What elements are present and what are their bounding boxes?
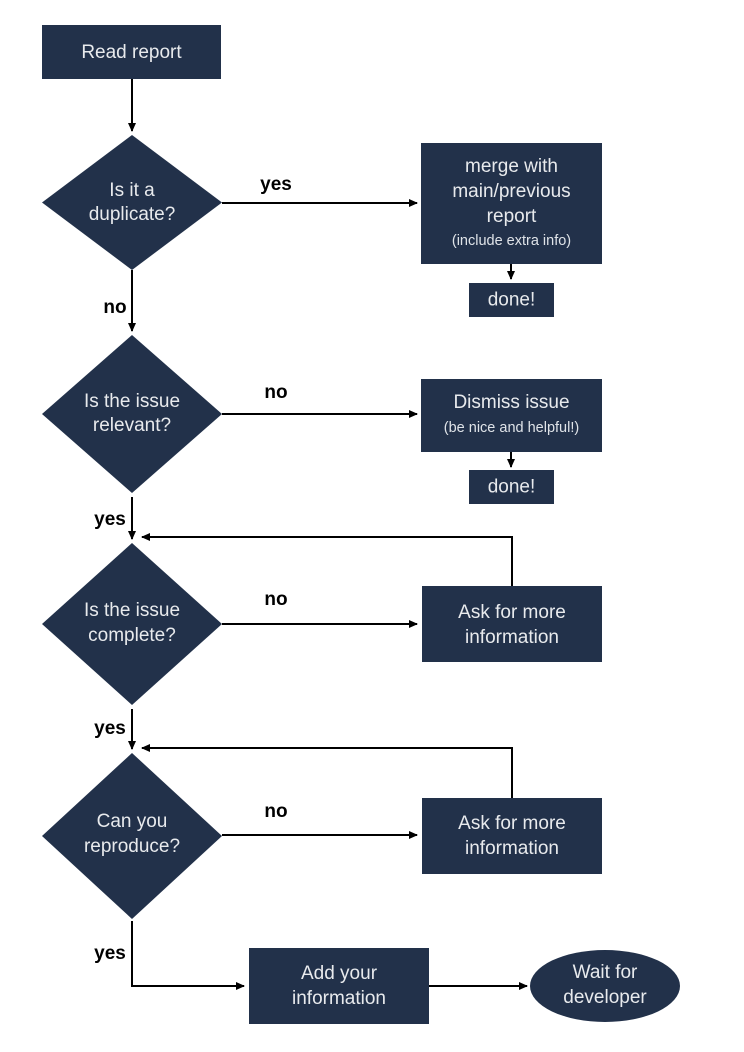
- dismiss-issue-label-line1: Dismiss issue: [453, 392, 569, 413]
- done-2-box[interactable]: [469, 470, 554, 504]
- node-is-complete[interactable]: Is the issue complete?: [42, 543, 222, 705]
- wait-developer-label-line1: Wait for: [573, 962, 638, 983]
- edges-layer: [128, 79, 528, 990]
- node-dismiss-issue[interactable]: Dismiss issue (be nice and helpful!): [421, 379, 602, 452]
- wait-developer-label-line2: developer: [563, 987, 647, 1008]
- edge-label-complete-no: no: [264, 589, 287, 610]
- add-info-box[interactable]: [249, 948, 429, 1024]
- dismiss-issue-sublabel: (be nice and helpful!): [444, 420, 579, 436]
- node-read-report[interactable]: Read report: [42, 25, 221, 79]
- can-reproduce-label-line2: reproduce?: [84, 836, 180, 857]
- wait-developer-ellipse[interactable]: [530, 950, 680, 1022]
- dismiss-issue-box[interactable]: [421, 379, 602, 452]
- edge-ask-1-loopback-to-complete: [141, 533, 513, 586]
- merge-report-label-line1: merge with: [465, 156, 558, 177]
- add-info-label-line1: Add your: [301, 963, 378, 984]
- edge-label-duplicate-yes: yes: [260, 174, 292, 195]
- edge-label-relevant-yes: yes: [94, 509, 126, 530]
- ask-more-1-label-line1: Ask for more: [458, 602, 566, 623]
- is-complete-label-line2: complete?: [88, 625, 176, 646]
- is-relevant-label-line2: relevant?: [93, 415, 171, 436]
- node-ask-more-2[interactable]: Ask for more information: [422, 798, 602, 874]
- is-duplicate-diamond[interactable]: [42, 135, 222, 270]
- merge-report-sublabel: (include extra info): [452, 233, 571, 249]
- node-done-1[interactable]: done!: [469, 283, 554, 317]
- ask-more-2-label-line2: information: [465, 838, 559, 859]
- node-merge-report[interactable]: merge with main/previous report (include…: [421, 143, 602, 264]
- ask-more-1-box[interactable]: [422, 586, 602, 662]
- is-relevant-label-line1: Is the issue: [84, 391, 180, 412]
- is-duplicate-label-line1: Is it a: [109, 180, 155, 201]
- edge-reproduce-yes-to-add-info: [131, 921, 245, 990]
- merge-report-label-line3: report: [487, 206, 537, 227]
- node-is-duplicate[interactable]: Is it a duplicate?: [42, 135, 222, 270]
- edge-label-reproduce-yes: yes: [94, 943, 126, 964]
- is-complete-diamond[interactable]: [42, 543, 222, 705]
- merge-report-box[interactable]: [421, 143, 602, 264]
- can-reproduce-label-line1: Can you: [97, 811, 168, 832]
- is-relevant-diamond[interactable]: [42, 335, 222, 493]
- is-complete-label-line1: Is the issue: [84, 600, 180, 621]
- done-2-label: done!: [488, 477, 536, 498]
- ask-more-1-label-line2: information: [465, 627, 559, 648]
- is-duplicate-label-line2: duplicate?: [89, 204, 176, 225]
- edge-label-reproduce-no: no: [264, 801, 287, 822]
- edge-label-complete-yes: yes: [94, 718, 126, 739]
- ask-more-2-label-line1: Ask for more: [458, 813, 566, 834]
- read-report-box[interactable]: [42, 25, 221, 79]
- node-add-info[interactable]: Add your information: [249, 948, 429, 1024]
- node-is-relevant[interactable]: Is the issue relevant?: [42, 335, 222, 493]
- done-1-box[interactable]: [469, 283, 554, 317]
- ask-more-2-box[interactable]: [422, 798, 602, 874]
- edge-label-relevant-no: no: [264, 382, 287, 403]
- merge-report-label-line2: main/previous: [452, 181, 570, 202]
- read-report-label: Read report: [81, 42, 182, 63]
- add-info-label-line2: information: [292, 988, 386, 1009]
- node-can-reproduce[interactable]: Can you reproduce?: [42, 753, 222, 919]
- node-done-2[interactable]: done!: [469, 470, 554, 504]
- edge-ask-2-loopback-to-reproduce: [141, 744, 513, 798]
- can-reproduce-diamond[interactable]: [42, 753, 222, 919]
- done-1-label: done!: [488, 290, 536, 311]
- edge-label-duplicate-no: no: [103, 297, 126, 318]
- node-ask-more-1[interactable]: Ask for more information: [422, 586, 602, 662]
- node-wait-developer[interactable]: Wait for developer: [530, 950, 680, 1022]
